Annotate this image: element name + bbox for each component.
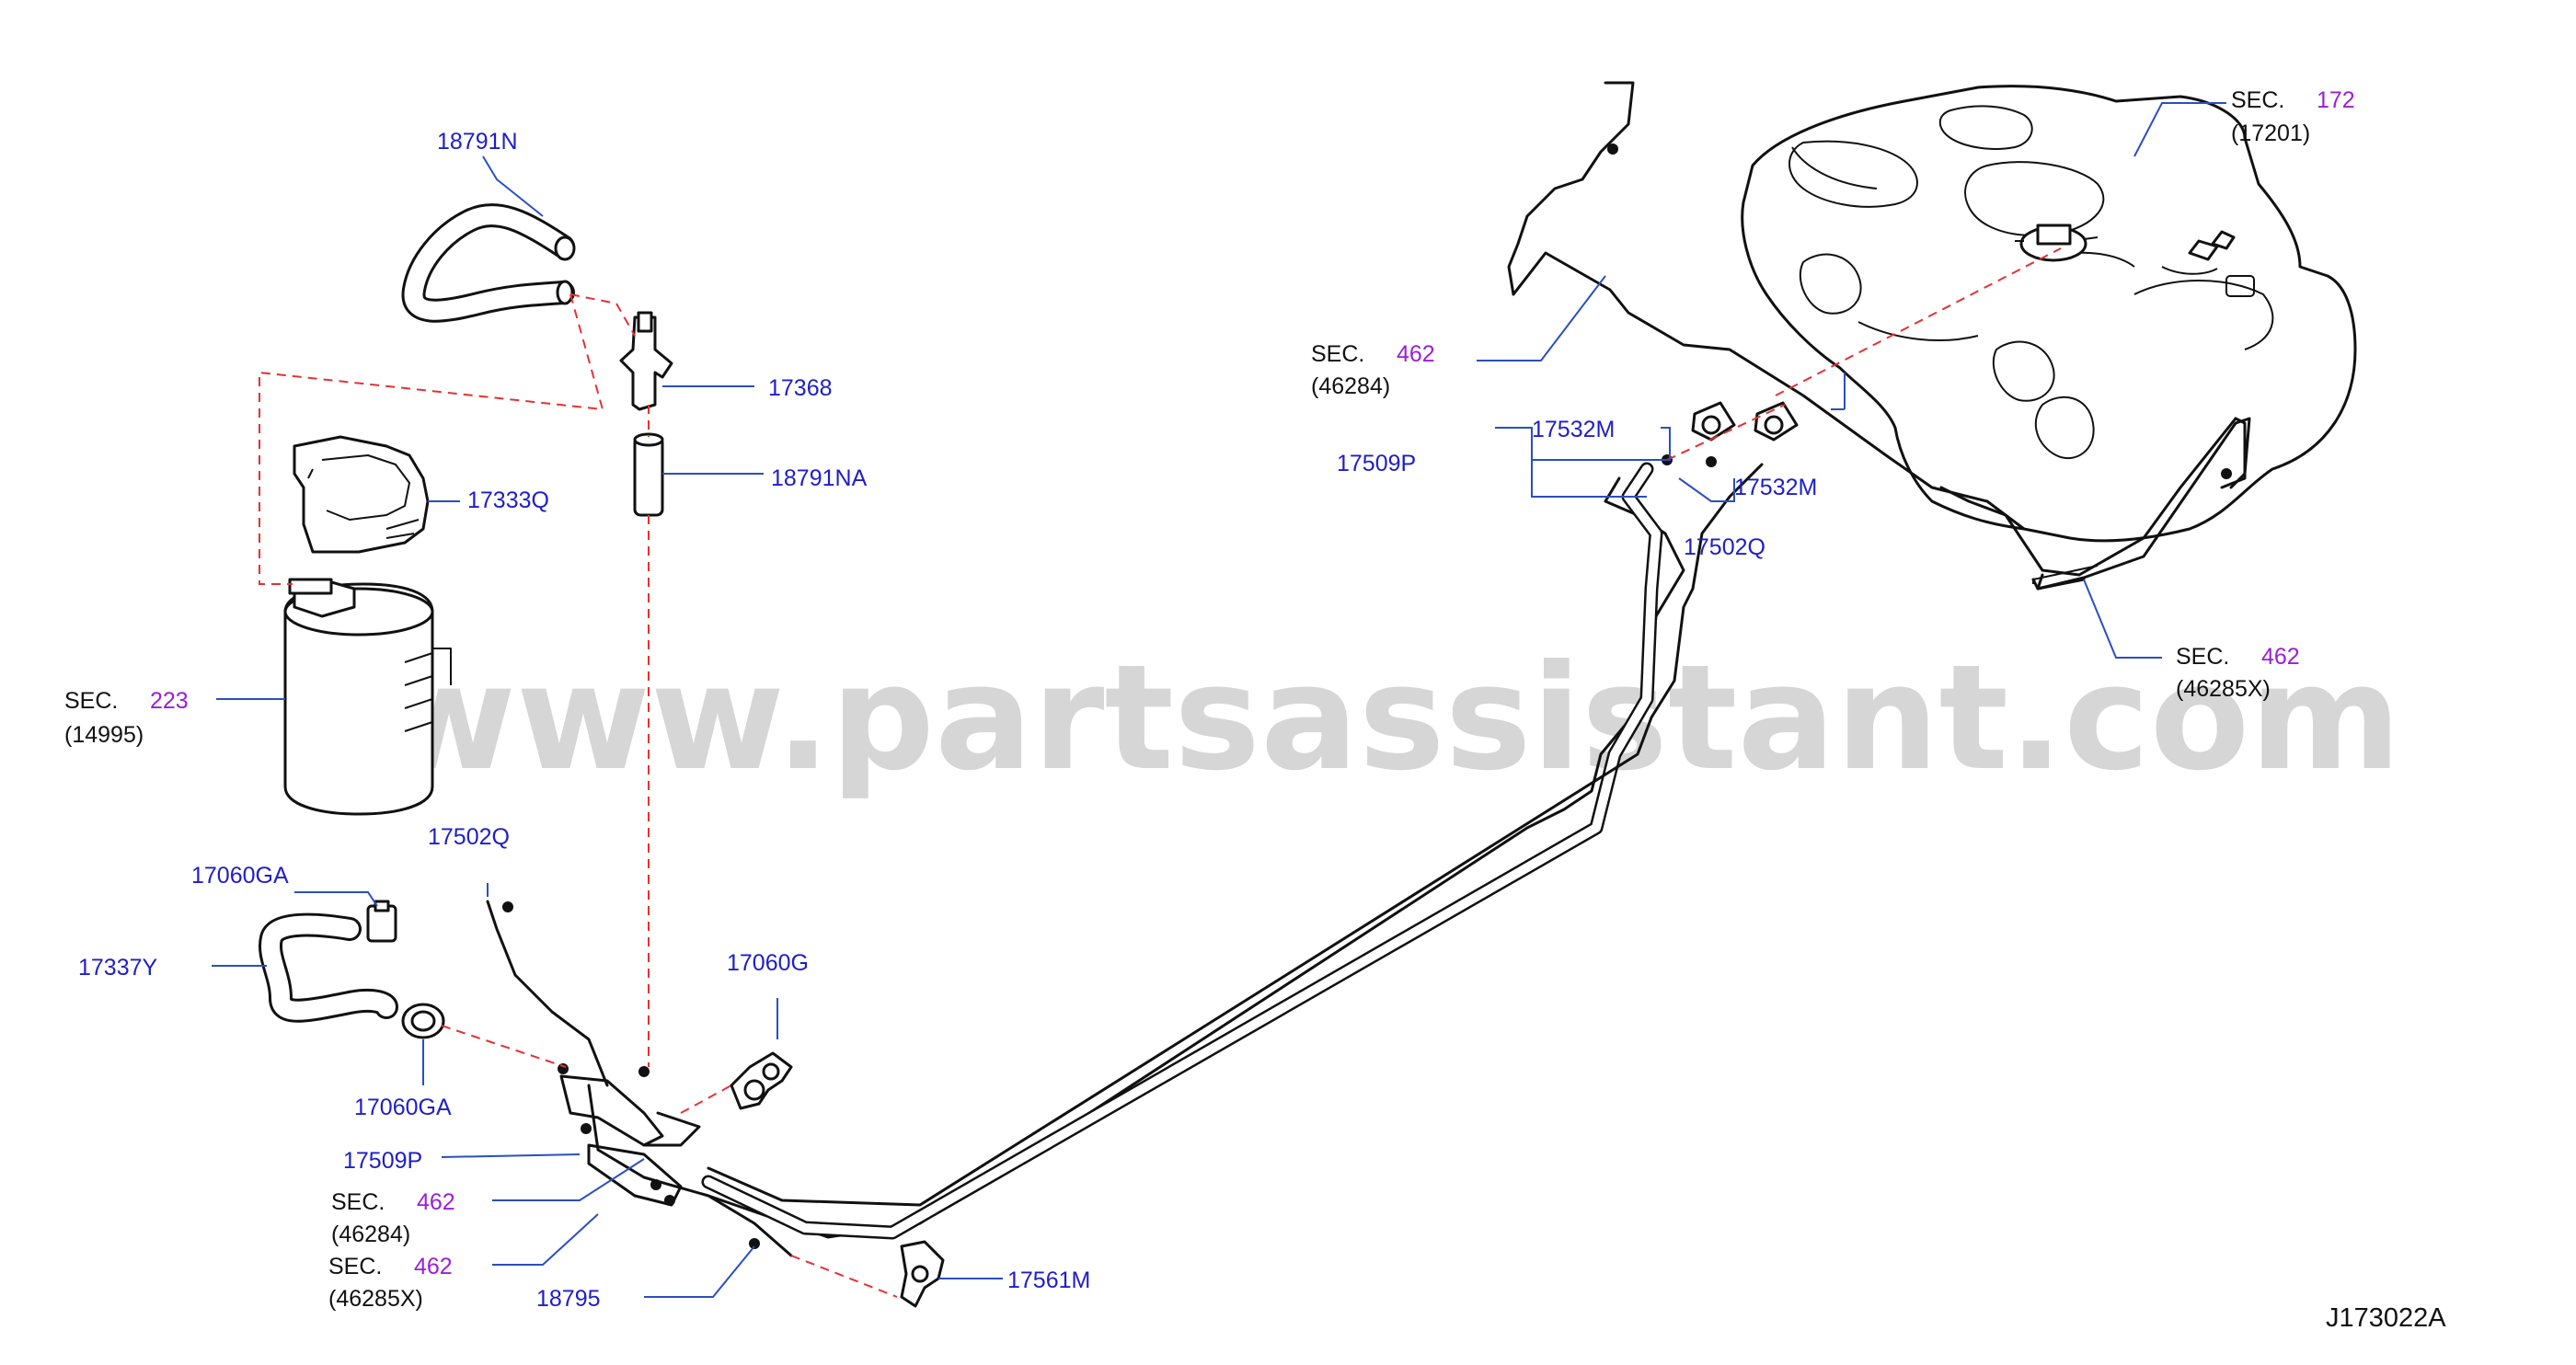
clip-point <box>1706 456 1717 467</box>
sec-462-b-number: 462 <box>414 1254 453 1279</box>
diagram-code: J173022A <box>2326 1303 2446 1333</box>
label-17532M-bottom: 17532M <box>1734 475 1817 500</box>
clamp-17060GA-bottom <box>401 1003 445 1039</box>
sec-223-number: 223 <box>150 688 189 714</box>
label-17060G: 17060G <box>727 950 809 976</box>
fuel-tank <box>1741 85 2357 543</box>
sec-462-right-sub: (46285X) <box>2176 676 2271 702</box>
hose-17337Y <box>259 912 398 1023</box>
label-18791N: 18791N <box>437 129 518 155</box>
sec-172-sub: (17201) <box>2231 120 2310 146</box>
sec-172-prefix: SEC. <box>2231 87 2284 113</box>
sec-462-upper-prefix: SEC. <box>1311 341 1364 367</box>
clip-point <box>1607 143 1618 155</box>
clip-17532M-b <box>1754 401 1799 442</box>
sec-462-upper-number: 462 <box>1397 341 1435 367</box>
brake-tube-upper <box>1507 81 1635 296</box>
sec-462-a-sub: (46284) <box>331 1222 410 1247</box>
clip-point <box>502 901 513 912</box>
label-17532M-top: 17532M <box>1532 417 1615 442</box>
clip-17561M <box>900 1240 945 1308</box>
assembly-lines <box>259 293 898 1298</box>
sec-462-a-prefix: SEC. <box>331 1189 385 1215</box>
sec-462-right-number: 462 <box>2261 644 2300 670</box>
label-17368: 17368 <box>768 375 833 401</box>
label-18791NA: 18791NA <box>771 465 868 491</box>
label-17509P-right: 17509P <box>1337 451 1416 476</box>
bracket-18795 <box>587 1143 683 1207</box>
label-18795: 18795 <box>536 1286 601 1312</box>
sec-462-right-prefix: SEC. <box>2176 644 2229 670</box>
canister <box>283 578 452 816</box>
hose-18791NA <box>633 432 664 517</box>
label-17060GA-bottom: 17060GA <box>354 1095 452 1120</box>
valve-17368 <box>619 311 673 411</box>
sec-462-a-number: 462 <box>417 1189 455 1215</box>
hose-18791N <box>401 203 576 323</box>
sec-462-b-sub: (46285X) <box>328 1286 423 1312</box>
leader-lines <box>212 102 2226 1298</box>
labels: 18791N 17368 18791NA 17333Q SEC. 223 (14… <box>64 87 2446 1333</box>
tube-17502Q-left <box>486 900 609 1087</box>
clamp-17060GA-top <box>366 900 397 943</box>
fuel-lines <box>701 251 2247 1240</box>
clip-point <box>2221 468 2232 479</box>
clip-17532M-a <box>1691 401 1736 442</box>
label-17509P-left: 17509P <box>343 1148 422 1174</box>
label-17561M: 17561M <box>1007 1268 1090 1293</box>
sec-223-prefix: SEC. <box>64 688 118 714</box>
sec-223-sub: (14995) <box>64 722 144 748</box>
label-17333Q: 17333Q <box>467 488 549 513</box>
brake-tube-right <box>2036 417 2251 591</box>
cover-17333Q <box>293 435 430 554</box>
watermark: www.partsassistant.com <box>382 634 2401 803</box>
bracket-17509P <box>558 1063 701 1147</box>
label-17337Y: 17337Y <box>78 955 158 981</box>
sec-172-number: 172 <box>2317 87 2355 113</box>
label-17060GA-top: 17060GA <box>191 863 289 889</box>
clip-17060G <box>730 1051 793 1110</box>
label-17502Q-right: 17502Q <box>1684 534 1765 560</box>
sec-462-b-prefix: SEC. <box>328 1254 382 1279</box>
label-17502Q-left: 17502Q <box>428 824 510 850</box>
sec-462-upper-sub: (46284) <box>1311 373 1390 399</box>
clip-point <box>749 1238 760 1249</box>
